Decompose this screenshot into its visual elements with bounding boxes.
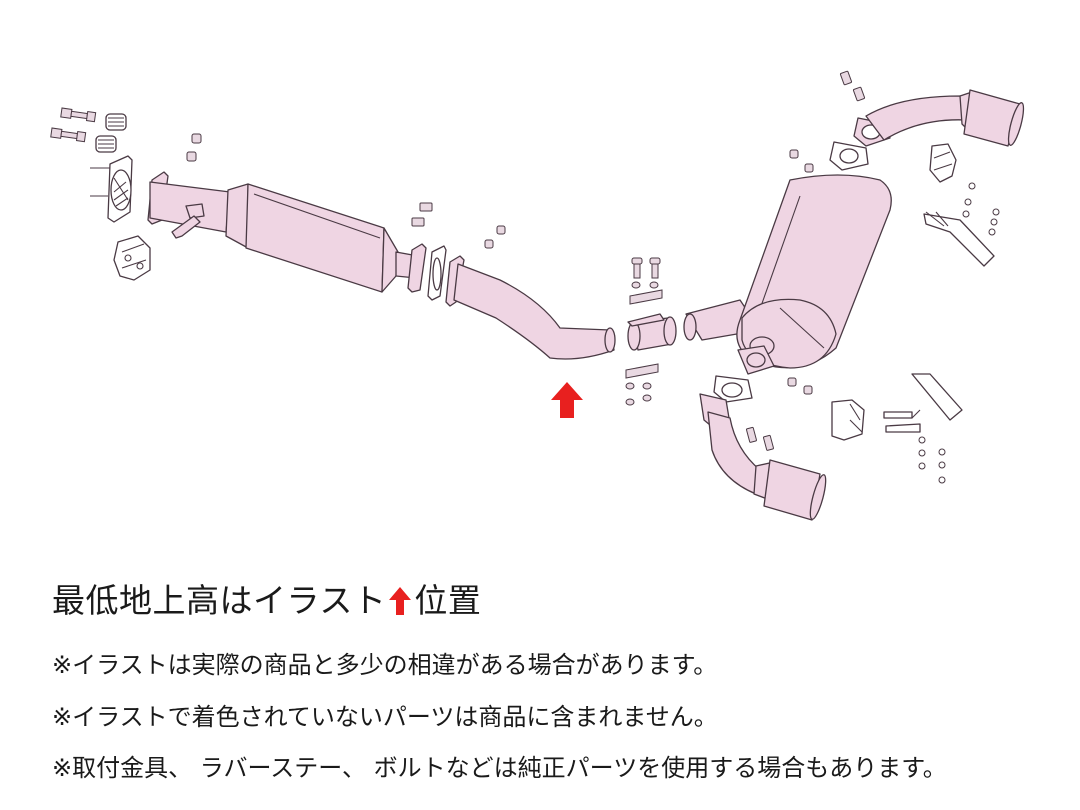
intermediate-bent-pipe	[445, 255, 616, 360]
red-up-arrow-icon	[389, 587, 412, 615]
pipe-clamp	[627, 313, 677, 351]
rubber-hanger-lower-right	[831, 399, 865, 441]
clamp-hardware-bottom	[625, 363, 659, 406]
exhaust-exploded-diagram: .p { fill:#efd5e3; stroke:#4a3a44; strok…	[50, 70, 1025, 521]
upper-tail-pipe-with-tip	[865, 89, 1025, 147]
clamp-hardware-top	[629, 257, 663, 305]
hanger-bracket-lower	[883, 373, 963, 484]
nuts-inlet	[186, 133, 202, 162]
headline-text-after: 位置	[414, 581, 482, 620]
manifold-gasket	[90, 155, 133, 223]
ground-clearance-arrow-icon	[551, 382, 583, 418]
hanger-bracket-upper	[923, 182, 1000, 267]
headline-text-before: 最低地上高はイラスト	[52, 581, 387, 620]
lower-gasket	[713, 375, 813, 403]
spring-icon	[95, 113, 127, 153]
front-pipe-with-catalyzer	[147, 171, 427, 293]
rubber-hanger-upper-right	[929, 143, 957, 183]
mid-gasket	[427, 245, 447, 301]
note-genuine-parts: ※取付金具、 ラバーステー、 ボルトなどは純正パーツを使用する場合もあります。	[52, 754, 947, 782]
note-illustration-difference: ※イラストは実際の商品と多少の相違がある場合があります。	[52, 651, 718, 679]
note-uncolored-parts: ※イラストで着色されていないパーツは商品に含まれません。	[52, 703, 718, 731]
lower-tail-pipe-with-tip	[699, 393, 827, 521]
flange-bolts	[411, 202, 506, 249]
rear-muffler	[683, 174, 892, 375]
rubber-hanger-left	[113, 235, 151, 281]
spring-bolts-group	[50, 107, 127, 153]
ground-clearance-headline: 最低地上高はイラスト位置	[52, 574, 481, 622]
